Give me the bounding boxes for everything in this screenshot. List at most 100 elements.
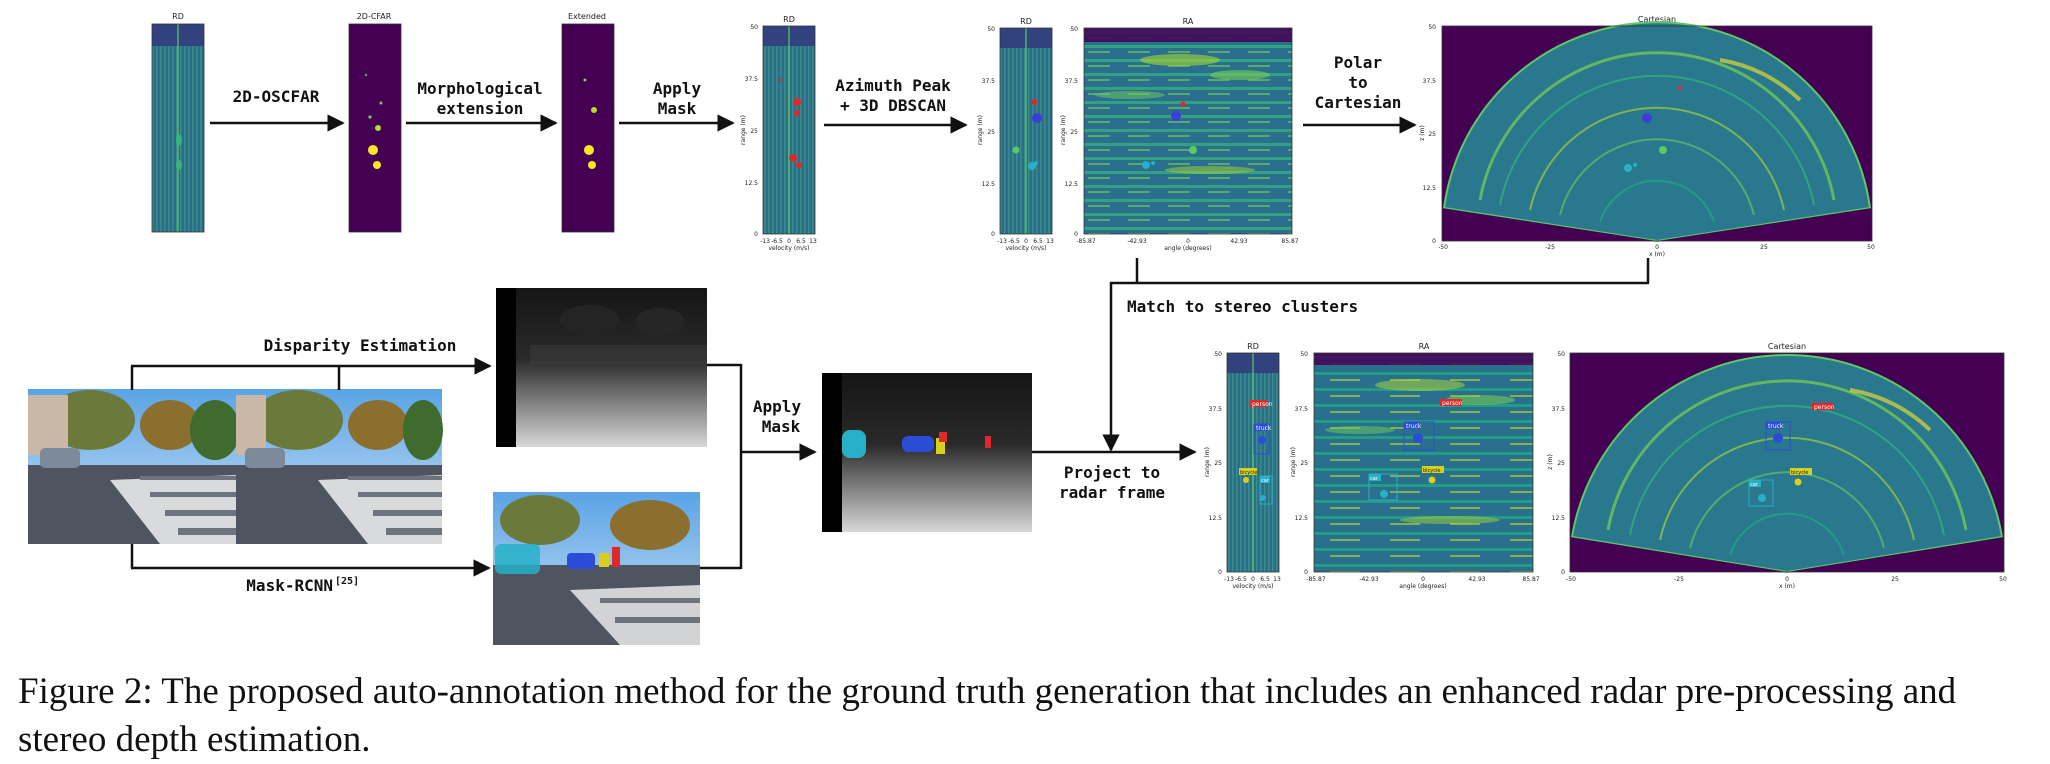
match-connector: Match to stereo clusters xyxy=(1102,258,1650,452)
step-polar-2: to xyxy=(1348,73,1367,92)
pipeline-diagram: RD 2D-OSCFAR 2D-CFAR Morphological exten… xyxy=(28,12,2007,645)
extended-panel: Extended xyxy=(561,12,615,233)
masked-depth-image xyxy=(822,373,1032,532)
rd-masked-title: RD xyxy=(783,15,795,24)
tick-vel-n13: -13 xyxy=(760,238,770,245)
r-rd-tick-range-37: 37.5 xyxy=(1209,406,1223,413)
extended-title: Extended xyxy=(568,12,606,21)
result-cartesian-panel: Cartesian person truck bicycle car 50 37… xyxy=(1547,342,2007,590)
ra-cluster-title: RA xyxy=(1183,17,1194,26)
rd-masked-ylabel: range (m) xyxy=(740,115,747,145)
rd-masked-xlabel: velocity (m/s) xyxy=(768,245,809,252)
result-ra-truck: truck xyxy=(1406,423,1422,430)
r-cart-xlabel: x (m) xyxy=(1779,583,1795,590)
result-ra-car: car xyxy=(1370,476,1379,482)
step-maskrcnn: Mask-RCNN xyxy=(246,576,333,595)
tick-vel-65: 6.5 xyxy=(796,238,806,245)
step-mask-1: Apply xyxy=(653,79,702,98)
rdc-tick-range-12: 12.5 xyxy=(982,181,996,188)
ra-xlabel: angle (degrees) xyxy=(1164,245,1211,252)
rd-cluster-panel: RD 50 37.5 25 12.5 0 range (m) -13 -6.5 … xyxy=(977,17,1054,252)
r-cart-tick-x-1: -25 xyxy=(1674,576,1684,583)
tick-range-50: 50 xyxy=(750,24,758,31)
result-rd-person: person xyxy=(1252,401,1273,408)
rdc-tick-vel-65: 6.5 xyxy=(1033,238,1043,245)
tick-range-12: 12.5 xyxy=(745,180,759,187)
r-rd-ylabel: range (m) xyxy=(1204,447,1211,477)
r-cart-tick-z-37: 37.5 xyxy=(1552,406,1566,413)
cart-tick-z-12: 12.5 xyxy=(1423,185,1437,192)
r-cart-tick-z-0: 0 xyxy=(1561,569,1565,576)
r-cart-tick-z-50: 50 xyxy=(1557,351,1565,358)
r-ra-tick-angle-1: -42.93 xyxy=(1359,576,1379,583)
r-ra-tick-angle-0: -85.87 xyxy=(1306,576,1326,583)
step-azimuth-1: Azimuth Peak xyxy=(835,76,951,95)
ra-tick-angle-0: -85.87 xyxy=(1076,238,1096,245)
maskrcnn-image xyxy=(493,492,700,645)
stereo-image-pair xyxy=(28,389,443,544)
r-rd-xlabel: velocity (m/s) xyxy=(1232,583,1273,590)
r-ra-tick-range-37: 37.5 xyxy=(1295,406,1309,413)
result-ra-title: RA xyxy=(1419,342,1430,351)
step-mask-2: Mask xyxy=(658,99,697,118)
result-rd-panel: RD person truck bicycle car 50 37.5 25 1… xyxy=(1204,342,1281,590)
r-rd-tick-range-12: 12.5 xyxy=(1209,515,1223,522)
result-cart-bicycle: bicycle xyxy=(1791,470,1809,476)
r-ra-tick-angle-3: 42.93 xyxy=(1468,576,1485,583)
cartesian-panel: Cartesian 50 37.5 25 12.5 0 z (m) -50 -2… xyxy=(1419,15,1875,258)
cart-tick-z-0: 0 xyxy=(1432,238,1436,245)
step-morph-2: extension xyxy=(437,99,524,118)
cart-tick-z-37: 37.5 xyxy=(1423,78,1437,85)
ra-tick-angle-2: 0 xyxy=(1186,238,1190,245)
ra-ylabel: range (m) xyxy=(1060,115,1067,145)
tick-range-0: 0 xyxy=(754,231,758,238)
r-cart-tick-x-3: 25 xyxy=(1891,576,1899,583)
rd-title: RD xyxy=(172,12,184,21)
step-morph-1: Morphological xyxy=(417,79,542,98)
rdc-tick-vel-13: 13 xyxy=(1046,238,1054,245)
right-camera-image xyxy=(236,389,443,544)
step-maskrcnn-ref: [25] xyxy=(335,576,359,587)
cart-tick-x-3: 25 xyxy=(1760,244,1768,251)
step-azimuth-2: + 3D DBSCAN xyxy=(840,96,946,115)
ra-cluster-panel: RA 50 37.5 25 12.5 0 range (m) -85.87 -4… xyxy=(1060,17,1299,252)
cartesian-title: Cartesian xyxy=(1638,15,1676,24)
result-cart-car: car xyxy=(1750,482,1759,488)
tick-vel-n65: -6.5 xyxy=(771,238,783,245)
disparity-map-image xyxy=(496,288,707,447)
r-ra-tick-range-50: 50 xyxy=(1300,351,1308,358)
r-ra-tick-angle-4: 85.87 xyxy=(1522,576,1539,583)
result-rd-truck: truck xyxy=(1256,425,1272,432)
ra-tick-angle-4: 85.87 xyxy=(1281,238,1298,245)
step-match: Match to stereo clusters xyxy=(1127,297,1358,316)
r-rd-tick-vel-n65: -6.5 xyxy=(1235,576,1247,583)
r-rd-tick-vel-65: 6.5 xyxy=(1260,576,1270,583)
ra-tick-range-37: 37.5 xyxy=(1065,78,1079,85)
cart-tick-x-1: -25 xyxy=(1545,244,1555,251)
r-ra-tick-range-0: 0 xyxy=(1304,569,1308,576)
rdc-tick-range-50: 50 xyxy=(987,26,995,33)
rdc-tick-range-0: 0 xyxy=(991,231,995,238)
result-cart-title: Cartesian xyxy=(1768,342,1806,351)
rdc-tick-vel-n65: -6.5 xyxy=(1008,238,1020,245)
step-apply-mask-1: Apply xyxy=(753,397,802,416)
ra-tick-range-50: 50 xyxy=(1070,26,1078,33)
r-rd-tick-vel-0: 0 xyxy=(1251,576,1255,583)
figure-caption: Figure 2: The proposed auto-annotation m… xyxy=(18,671,1957,760)
step-polar-3: Cartesian xyxy=(1315,93,1402,112)
r-cart-tick-z-25: 25 xyxy=(1557,460,1565,467)
rd-cluster-title: RD xyxy=(1020,17,1032,26)
ra-tick-range-12: 12.5 xyxy=(1065,181,1079,188)
rdc-tick-vel-n13: -13 xyxy=(997,238,1007,245)
r-ra-ylabel: range (m) xyxy=(1290,447,1297,477)
cart-tick-x-4: 50 xyxy=(1867,244,1875,251)
result-rd-bicycle: bicycle xyxy=(1240,470,1258,476)
tick-vel-13: 13 xyxy=(809,238,817,245)
rdc-ylabel: range (m) xyxy=(977,115,984,145)
left-camera-image xyxy=(28,389,240,544)
result-rd-car: car xyxy=(1261,478,1270,484)
r-cart-tick-z-12: 12.5 xyxy=(1552,515,1566,522)
step-project-1: Project to xyxy=(1064,463,1160,482)
r-ra-xlabel: angle (degrees) xyxy=(1399,583,1446,590)
r-cart-tick-x-4: 50 xyxy=(1999,576,2007,583)
